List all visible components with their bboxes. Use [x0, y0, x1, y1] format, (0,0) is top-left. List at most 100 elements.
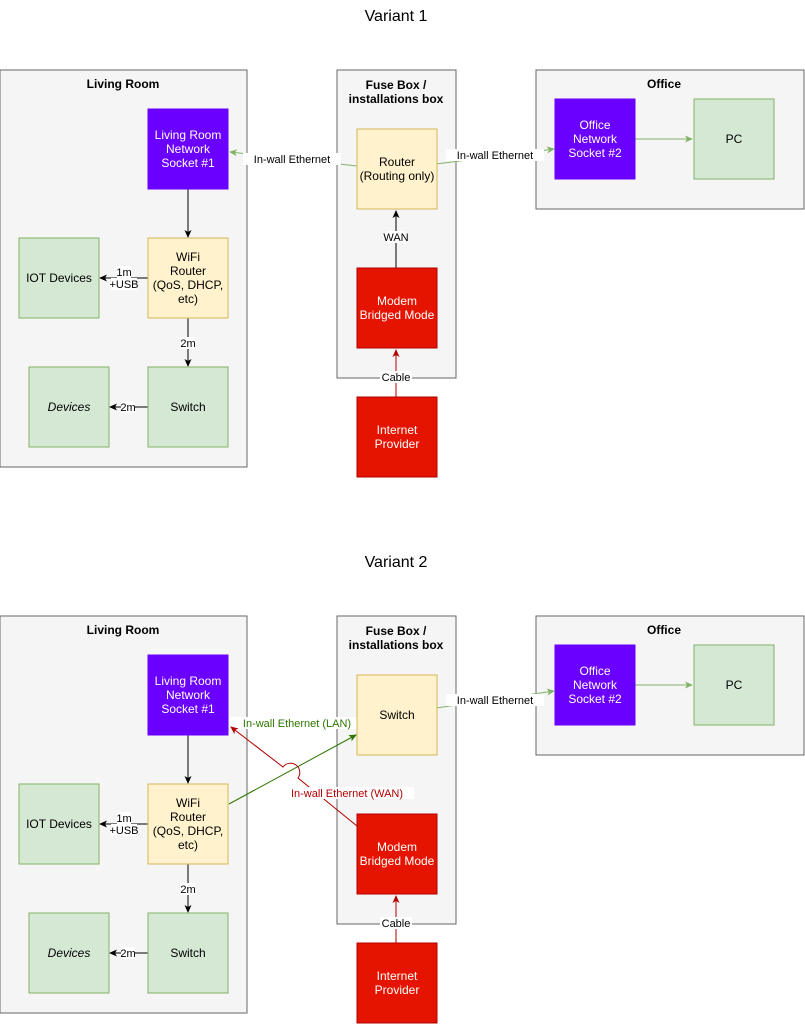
pc: PC — [693, 644, 775, 726]
pc-label-line: PC — [726, 678, 743, 692]
devices-shape — [28, 912, 110, 994]
edge-label-wan-inwall-text-line: In-wall Ethernet (WAN) — [291, 788, 403, 800]
living-room-switch-label: Switch — [170, 946, 205, 960]
iot-devices-label-line: IOT Devices — [26, 817, 92, 831]
edge-label-iot-text-line: +USB — [109, 279, 138, 291]
office-title: Office — [647, 77, 681, 91]
iot-devices-shape — [18, 237, 100, 319]
fuse-switch-label-line: Switch — [379, 708, 414, 722]
edge-label-inwall-office: In-wall Ethernet — [446, 694, 544, 707]
edge-label-iot-text-line: 1m — [116, 267, 131, 279]
edge-label-iot-text-line: +USB — [109, 825, 138, 837]
pc: PC — [693, 98, 775, 180]
devices: Devices — [28, 912, 110, 994]
iot-devices-label: IOT Devices — [26, 271, 92, 285]
variant-title: Variant 2 — [365, 554, 428, 571]
edge-label-inwall-lr-bg — [243, 153, 341, 165]
living-room-socket-shape — [147, 654, 229, 736]
fuse-box-title-line: Fuse Box / — [366, 624, 427, 638]
fuse-router-label: Router(Routing only) — [360, 155, 435, 183]
office-title: Office — [647, 623, 681, 637]
fuse-router-label-line: (Routing only) — [360, 169, 435, 183]
iot-devices: IOT Devices — [18, 783, 100, 865]
office-socket-label-line: Network — [573, 678, 618, 692]
living-room-switch: Switch — [147, 366, 229, 448]
edge-label-inwall-office: In-wall Ethernet — [446, 149, 544, 162]
edge-label-switch-text-line: 2m — [180, 884, 195, 896]
office-title-line: Office — [647, 77, 681, 91]
fuse-switch-label: Switch — [379, 708, 414, 722]
edge-label-cable-text: Cable — [382, 372, 411, 384]
variant-title: Variant 1 — [365, 8, 428, 25]
edge-label-switch: 2m — [180, 883, 196, 896]
fuse-switch-shape — [356, 674, 438, 756]
wifi-router-label-line: Router — [170, 264, 206, 278]
living-room-socket-label-line: Network — [166, 688, 211, 702]
edge-label-switch-bg — [181, 883, 195, 895]
fuse-box-title-line: installations box — [349, 638, 444, 652]
edge-label-wan-text: WAN — [383, 232, 408, 244]
edge-label-inwall-office-text: In-wall Ethernet — [457, 150, 533, 162]
edge-label-devices-bg — [121, 401, 135, 413]
edge-label-cable-text: Cable — [382, 918, 411, 930]
edge-label-inwall-office-text-line: In-wall Ethernet — [457, 150, 533, 162]
edge-lan — [228, 734, 357, 805]
edge-label-switch-bg — [181, 337, 195, 349]
edge-wan-inwall — [230, 726, 358, 827]
devices-label: Devices — [48, 946, 91, 960]
edge-label-cable: Cable — [380, 371, 412, 384]
edge-label-inwall-lr-text: In-wall Ethernet — [254, 154, 330, 166]
edge-label-inwall-lr: In-wall Ethernet — [243, 153, 341, 166]
modem-label-line: Bridged Mode — [360, 854, 435, 868]
living-room-switch-label-line: Switch — [170, 946, 205, 960]
living-room-socket-shape — [147, 108, 229, 190]
devices: Devices — [28, 366, 110, 448]
pc-shape — [693, 98, 775, 180]
wifi-router-label-line: (QoS, DHCP, — [153, 278, 223, 292]
edge-label-inwall-office-bg — [446, 694, 544, 706]
living-room-socket-label-line: Socket #1 — [161, 156, 215, 170]
living-room-switch-shape — [147, 366, 229, 448]
edge-label-inwall-office-text-line: In-wall Ethernet — [457, 695, 533, 707]
iot-devices: IOT Devices — [18, 237, 100, 319]
living-room-socket-label-line: Living Room — [155, 128, 222, 142]
edge-label-wan-bg — [386, 231, 406, 243]
modem-label-line: Modem — [377, 840, 417, 854]
edge-label-switch: 2m — [180, 337, 196, 350]
living-room-title-line: Living Room — [87, 623, 160, 637]
edge-label-lan-text: In-wall Ethernet (LAN) — [243, 718, 351, 730]
living-room-socket-label-line: Network — [166, 142, 211, 156]
edge-label-lan-bg — [230, 717, 364, 729]
edge-label-cable-text-line: Cable — [382, 372, 411, 384]
edge-label-iot-bg — [111, 824, 137, 836]
fuse-router-shape — [356, 128, 438, 210]
edge-label-switch-text-line: 2m — [180, 338, 195, 350]
edge-label-iot-bg — [117, 812, 131, 824]
devices-label: Devices — [48, 400, 91, 414]
pc-label: PC — [726, 132, 743, 146]
living-room-switch: Switch — [147, 912, 229, 994]
edge-label-inwall-office-bg — [446, 149, 544, 161]
internet-provider-label-line: Internet — [377, 423, 418, 437]
edge-label-lan-text-line: In-wall Ethernet (LAN) — [243, 718, 351, 730]
edge-label-iot-text: 1m+USB — [109, 813, 138, 837]
living-room-switch-shape — [147, 912, 229, 994]
fuse-box-title: Fuse Box /installations box — [349, 624, 444, 652]
wifi-router-label-line: etc) — [178, 292, 198, 306]
wifi-router-label-line: etc) — [178, 838, 198, 852]
edge-label-devices-text-line: 2m — [120, 948, 135, 960]
office-socket-label-line: Office — [579, 118, 610, 132]
fuse-router-label-line: Router — [379, 155, 415, 169]
edge-label-iot-bg — [117, 266, 131, 278]
